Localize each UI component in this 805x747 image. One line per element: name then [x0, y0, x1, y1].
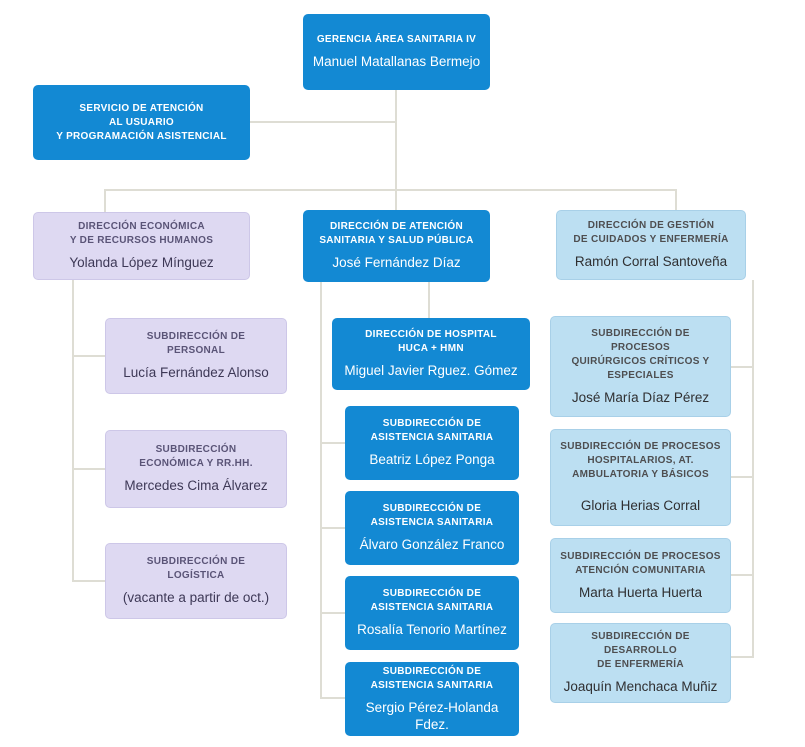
node-subdireccion-procesos-comunitaria: SUBDIRECCIÓN DE PROCESOS ATENCIÓN COMUNI… [550, 538, 731, 613]
node-person: Beatriz López Ponga [369, 452, 495, 468]
node-title: SUBDIRECCIÓN DE PERSONAL [146, 331, 246, 357]
node-person: Lucía Fernández Alonso [123, 365, 269, 381]
node-subdireccion-desarrollo-enfermeria: SUBDIRECCIÓN DE DESARROLLO DE ENFERMERÍA… [550, 623, 731, 703]
node-title: SUBDIRECCIÓN DE PROCESOS ATENCIÓN COMUNI… [560, 550, 721, 576]
node-person: Sergio Pérez-Holanda Fdez. [365, 699, 499, 732]
connector-right-stub-4 [731, 656, 752, 658]
node-direccion-gestion-cuidados: DIRECCIÓN DE GESTIÓN DE CUIDADOS Y ENFER… [556, 210, 746, 280]
node-title: GERENCIA ÁREA SANITARIA IV [316, 34, 477, 46]
node-subdireccion-asistencia-4: SUBDIRECCIÓN DE ASISTENCIA SANITARIA Ser… [345, 662, 519, 736]
connector-trunk-vertical [395, 90, 397, 191]
node-title: DIRECCIÓN ECONÓMICA Y DE RECURSOS HUMANO… [69, 221, 214, 247]
node-title: DIRECCIÓN DE GESTIÓN DE CUIDADOS Y ENFER… [573, 220, 729, 246]
node-person: Miguel Javier Rguez. Gómez [344, 363, 518, 379]
node-direccion-atencion-sanitaria: DIRECCIÓN DE ATENCIÓN SANITARIA Y SALUD … [303, 210, 490, 282]
connector-left-stub-3 [72, 580, 105, 582]
connector-middle-stub-1 [320, 442, 345, 444]
node-subdireccion-procesos-quirurgicos: SUBDIRECCIÓN DE PROCESOS QUIRÚRGICOS CRÍ… [550, 316, 731, 417]
connector-hospital-vertical [428, 282, 430, 318]
connector-middle-stub-3 [320, 612, 345, 614]
node-title: SUBDIRECCIÓN ECONÓMICA Y RR.HH. [139, 444, 253, 470]
connector-stub-right [675, 189, 677, 210]
node-title: SUBDIRECCIÓN DE ASISTENCIA SANITARIA [370, 503, 494, 529]
node-person: José Fernández Díaz [332, 255, 461, 271]
node-subdireccion-logistica: SUBDIRECCIÓN DE LOGÍSTICA (vacante a par… [105, 543, 287, 619]
node-gerencia: GERENCIA ÁREA SANITARIA IV Manuel Matall… [303, 14, 490, 90]
connector-left-stub-1 [72, 355, 105, 357]
node-subdireccion-procesos-hospitalarios: SUBDIRECCIÓN DE PROCESOS HOSPITALARIOS, … [550, 429, 731, 526]
connector-left-stub-2 [72, 468, 105, 470]
node-person: Ramón Corral Santoveña [574, 254, 728, 270]
node-title: SUBDIRECCIÓN DE DESARROLLO DE ENFERMERÍA [591, 631, 690, 671]
node-person: Gloria Herias Corral [580, 498, 701, 514]
node-title: SUBDIRECCIÓN DE LOGÍSTICA [146, 556, 246, 582]
connector-main-horizontal [104, 189, 677, 191]
connector-right-stub-3 [731, 574, 752, 576]
node-title: DIRECCIÓN DE HOSPITAL HUCA + HMN [365, 329, 497, 355]
node-person: Marta Huerta Huerta [578, 584, 703, 600]
node-title: SUBDIRECCIÓN DE ASISTENCIA SANITARIA [370, 418, 494, 444]
node-title: SUBDIRECCIÓN DE PROCESOS QUIRÚRGICOS CRÍ… [571, 327, 710, 381]
node-person: Mercedes Cima Álvarez [124, 478, 268, 494]
node-title: SUBDIRECCIÓN DE ASISTENCIA SANITARIA [370, 588, 494, 614]
node-subdireccion-asistencia-1: SUBDIRECCIÓN DE ASISTENCIA SANITARIA Bea… [345, 406, 519, 480]
node-subdireccion-asistencia-3: SUBDIRECCIÓN DE ASISTENCIA SANITARIA Ros… [345, 576, 519, 650]
node-title: SUBDIRECCIÓN DE PROCESOS HOSPITALARIOS, … [560, 441, 721, 481]
connector-middle-stub-4 [320, 697, 345, 699]
connector-stub-left [104, 189, 106, 212]
node-servicio-atencion: SERVICIO DE ATENCIÓN AL USUARIO Y PROGRA… [33, 85, 250, 160]
connector-left-rail [72, 280, 74, 582]
connector-stub-middle [395, 189, 397, 210]
node-person: Álvaro González Franco [359, 537, 505, 553]
node-title: DIRECCIÓN DE ATENCIÓN SANITARIA Y SALUD … [319, 221, 474, 247]
node-title: SUBDIRECCIÓN DE ASISTENCIA SANITARIA [370, 665, 494, 691]
node-person: Joaquín Menchaca Muñiz [563, 679, 718, 695]
node-direccion-hospital: DIRECCIÓN DE HOSPITAL HUCA + HMN Miguel … [332, 318, 530, 390]
node-person: José María Díaz Pérez [571, 389, 710, 405]
node-person: Rosalía Tenorio Martínez [357, 622, 507, 638]
connector-servicio-horizontal [250, 121, 396, 123]
node-title: SERVICIO DE ATENCIÓN AL USUARIO Y PROGRA… [56, 102, 227, 142]
node-person: Yolanda López Mínguez [69, 255, 214, 271]
node-person: Manuel Matallanas Bermejo [312, 54, 481, 70]
node-direccion-economica: DIRECCIÓN ECONÓMICA Y DE RECURSOS HUMANO… [33, 212, 250, 280]
connector-right-stub-2 [731, 476, 752, 478]
connector-right-stub-1 [731, 366, 752, 368]
connector-right-rail [752, 280, 754, 658]
node-subdireccion-economica-rrhh: SUBDIRECCIÓN ECONÓMICA Y RR.HH. Mercedes… [105, 430, 287, 508]
node-subdireccion-personal: SUBDIRECCIÓN DE PERSONAL Lucía Fernández… [105, 318, 287, 394]
connector-middle-rail [320, 282, 322, 699]
connector-middle-stub-2 [320, 527, 345, 529]
node-subdireccion-asistencia-2: SUBDIRECCIÓN DE ASISTENCIA SANITARIA Álv… [345, 491, 519, 565]
node-person: (vacante a partir de oct.) [122, 590, 270, 606]
